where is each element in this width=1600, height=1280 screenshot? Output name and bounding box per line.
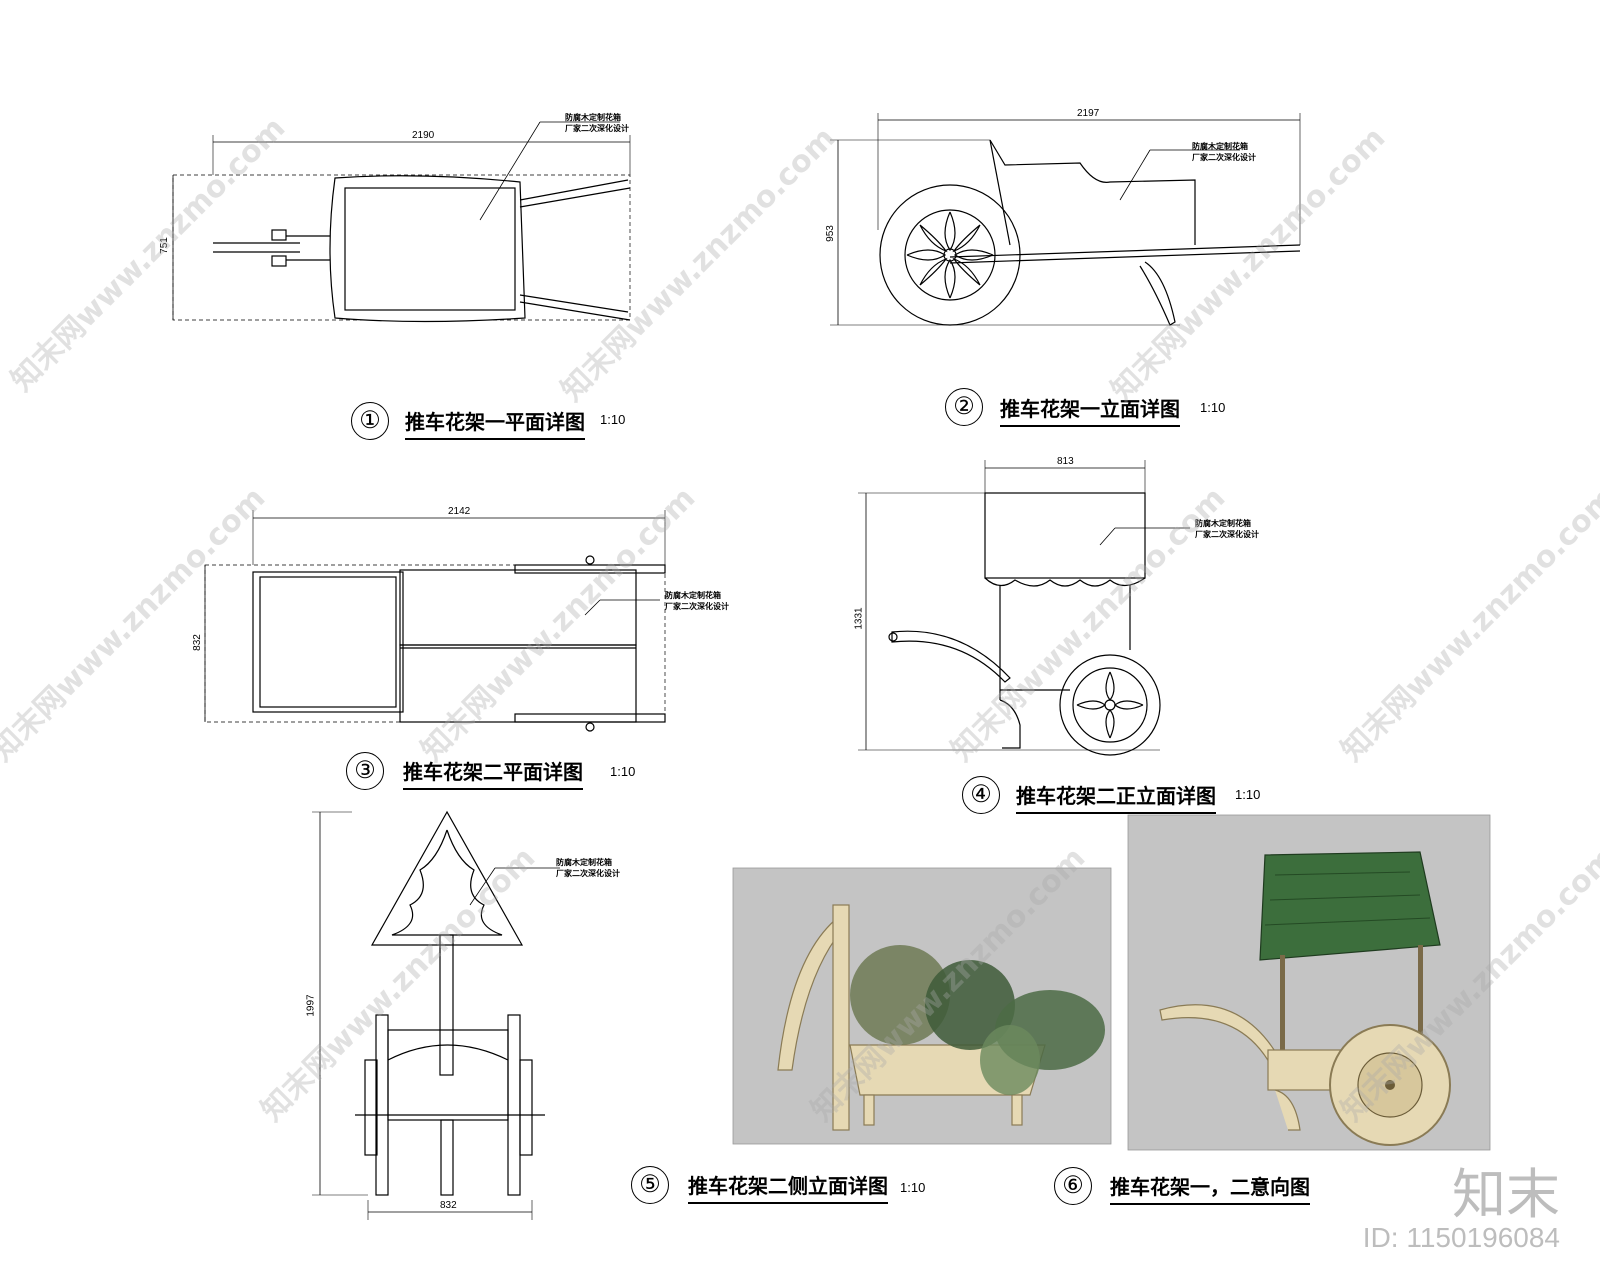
brand-logo: 知末 [1452,1163,1560,1226]
figure-5-title: 推车花架二侧立面详图 [688,1170,888,1204]
cart1-elevation [830,113,1301,326]
cart2-side-elevation [312,810,560,1220]
figure-4-title: 推车花架二正立面详图 [1016,780,1216,814]
figure-2-number: ② [945,388,983,426]
note-cart1-plan: 防腐木定制花箱厂家二次深化设计 [565,113,629,133]
dim-cart2-front-width: 813 [1057,456,1074,467]
cart1-plan [172,121,631,323]
dim-cart1-elev-height: 953 [824,225,836,242]
figure-3-scale: 1:10 [610,764,636,779]
dim-cart1-elev-width: 2197 [1077,108,1100,119]
cart2-front-elevation [858,460,1190,756]
cart2-plan [204,510,666,732]
figure-6-title: 推车花架一，二意向图 [1110,1171,1310,1205]
cart1-cart2-render-image [1127,814,1491,1151]
figure-6-number: ⑥ [1054,1167,1092,1205]
figure-3-title: 推车花架二平面详图 [403,756,583,790]
figure-1-scale: 1:10 [600,412,626,427]
dim-cart1-plan-width: 2190 [412,130,435,141]
dim-cart2-plan-width: 2142 [448,506,471,517]
dim-cart2-side-height: 1997 [305,994,317,1017]
dim-cart2-plan-height: 832 [191,634,203,651]
dim-cart2-side-width: 832 [440,1200,457,1211]
figure-3-number: ③ [346,752,384,790]
note-cart2-front: 防腐木定制花箱厂家二次深化设计 [1195,519,1259,539]
figure-5-scale: 1:10 [900,1180,926,1195]
figure-2-scale: 1:10 [1200,400,1226,415]
figure-2-title: 推车花架一立面详图 [1000,393,1180,427]
note-cart2-plan: 防腐木定制花箱厂家二次深化设计 [665,591,729,611]
figure-1-number: ① [351,402,389,440]
image-id: ID: 1150196084 [1362,1222,1560,1253]
figure-4-number: ④ [962,776,1000,814]
note-cart1-elev: 防腐木定制花箱厂家二次深化设计 [1192,142,1256,162]
dim-cart2-front-height: 1331 [853,607,865,630]
figure-4-scale: 1:10 [1235,787,1261,802]
figure-5-number: ⑤ [631,1166,669,1204]
figure-1-title: 推车花架一平面详图 [405,406,585,440]
note-cart2-side: 防腐木定制花箱厂家二次深化设计 [556,858,620,878]
cart2-render-image [732,867,1112,1145]
